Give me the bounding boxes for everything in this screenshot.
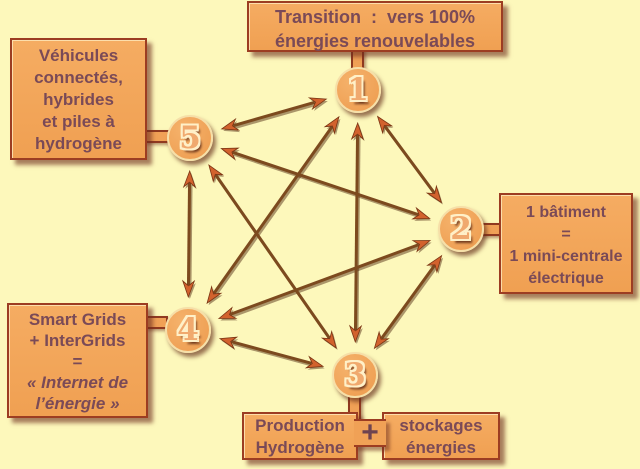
box-text-line: l’énergie » xyxy=(35,394,120,413)
box-text-line: Hydrogène xyxy=(255,438,345,457)
box-text-line: = xyxy=(72,352,83,371)
arrow-shaft-shadow xyxy=(231,245,421,318)
arrow-shaft-shadow xyxy=(355,136,361,333)
box-text-line: hybrides xyxy=(43,90,114,109)
node-number: 4 xyxy=(177,312,199,348)
arrowhead xyxy=(218,336,239,350)
box-text-line: Smart Grids xyxy=(28,310,127,329)
arrow-shaft-shadow xyxy=(234,102,317,130)
box-text-line: + InterGrids xyxy=(29,331,126,350)
node-number: 3 xyxy=(344,357,366,393)
arrowhead xyxy=(414,242,432,254)
arrow-shaft xyxy=(229,243,420,316)
arrowhead xyxy=(425,184,443,204)
box-text-line: Véhicules xyxy=(38,46,119,65)
arrowhead xyxy=(323,115,340,135)
node-circle-4: 4 xyxy=(165,307,211,353)
arrowhead xyxy=(348,324,363,344)
arrow-shaft xyxy=(212,125,334,295)
arrowhead xyxy=(206,285,223,305)
arrow-shaft-shadow xyxy=(188,184,193,288)
arrowhead xyxy=(307,97,328,111)
box-text-line: stockages xyxy=(399,416,483,435)
plus-sign: + xyxy=(361,416,379,449)
arrowhead xyxy=(220,117,241,131)
arrowhead xyxy=(217,306,238,319)
arrow-shaft xyxy=(353,134,360,331)
node-circle-3: 3 xyxy=(332,352,378,398)
box-text-line: = xyxy=(561,226,571,243)
node-circle-1: 1 xyxy=(335,67,381,113)
label-box-vehicules: Véhicules connectés, hybrides et piles à… xyxy=(10,38,147,160)
arrow-shaft xyxy=(232,100,316,128)
label-box-transition: Transition : vers 100% énergies renouvel… xyxy=(247,1,503,52)
node-circle-2: 2 xyxy=(438,206,484,252)
node-number: 1 xyxy=(347,72,369,108)
arrow-shaft xyxy=(186,182,192,286)
arrowhead xyxy=(426,254,443,274)
arrowhead xyxy=(376,115,394,135)
arrowhead xyxy=(181,279,196,299)
box-text-line: Transition : vers 100% xyxy=(274,7,476,27)
label-box-production: Production Hydrogène xyxy=(242,412,358,460)
box-text-line: 1 bâtiment xyxy=(525,204,606,221)
arrow-shaft-shadow xyxy=(381,266,438,342)
box-text-line: énergies renouvelables xyxy=(274,31,476,51)
box-text-line: hydrogène xyxy=(35,134,122,153)
box-text-line: « Internet de xyxy=(26,373,129,392)
arrowhead xyxy=(373,330,390,350)
plus-bridge: + xyxy=(354,416,386,449)
box-text-line: Production xyxy=(255,416,345,435)
arrowhead xyxy=(320,329,337,349)
node-number: 2 xyxy=(450,211,472,247)
label-box-stockages: stockages énergies xyxy=(382,412,500,460)
arrowhead xyxy=(350,121,365,141)
node-number: 5 xyxy=(179,120,201,156)
box-text-line: énergies xyxy=(406,438,476,457)
arrowhead xyxy=(182,169,197,189)
arrow-shaft xyxy=(380,264,436,340)
box-text-line: connectés, xyxy=(34,68,123,87)
arrowhead xyxy=(411,206,431,220)
arrowhead xyxy=(208,164,225,184)
arrow-shaft xyxy=(383,125,436,194)
arrowhead xyxy=(411,240,432,253)
label-box-batiment: 1 bâtiment = 1 mini-centrale électrique xyxy=(499,193,633,294)
node-circle-5: 5 xyxy=(167,115,213,161)
arrow-shaft xyxy=(214,174,331,339)
arrowhead xyxy=(304,355,325,369)
arrowhead xyxy=(220,147,240,161)
arrow-shaft-shadow xyxy=(214,127,335,297)
box-text-line: électrique xyxy=(528,270,604,287)
label-box-smartgrids: Smart Grids + InterGrids = « Internet de… xyxy=(7,303,148,418)
arrow-shaft xyxy=(231,340,312,365)
box-text-line: 1 mini-centrale xyxy=(509,248,623,265)
arrow-shaft-shadow xyxy=(232,342,314,367)
arrow-shaft xyxy=(232,150,419,217)
box-text-line: et piles à xyxy=(42,112,115,131)
